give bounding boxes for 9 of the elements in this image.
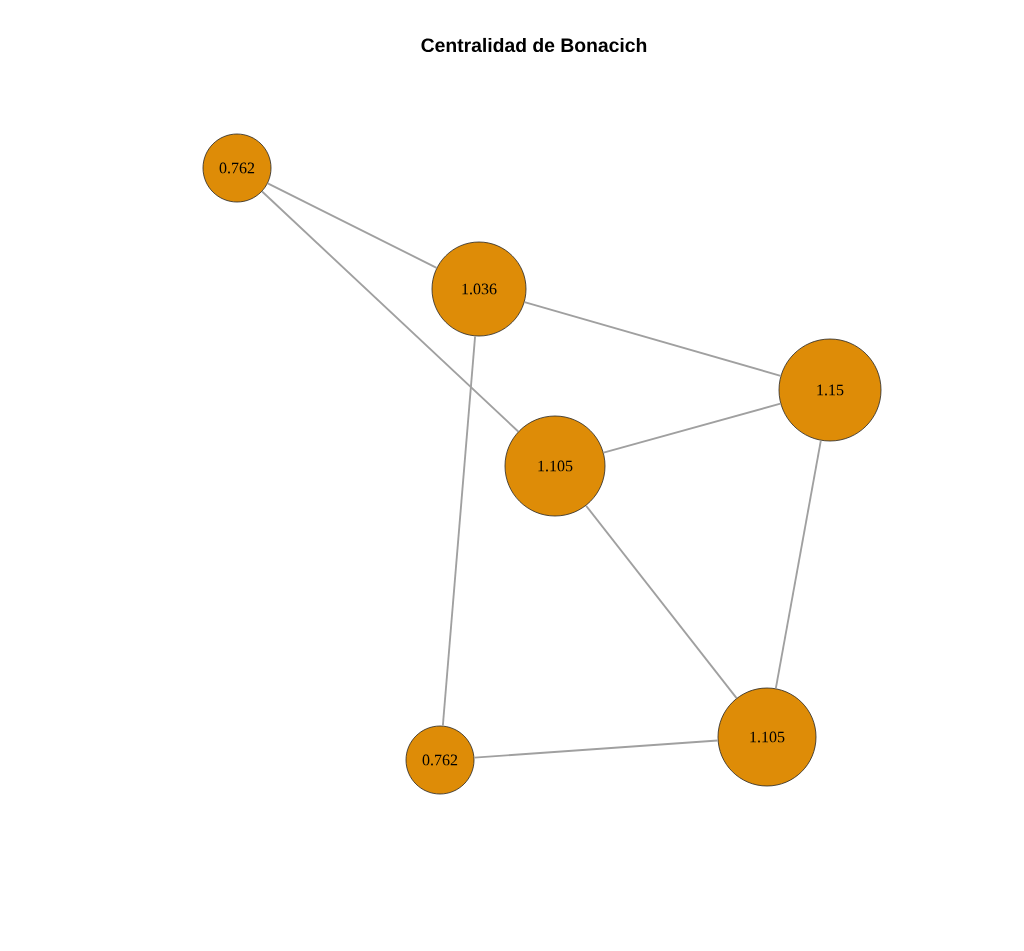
edge-line — [266, 182, 438, 269]
edge-line — [602, 402, 782, 454]
edge-line — [261, 190, 520, 433]
chart-title: Centralidad de Bonacich — [421, 37, 647, 53]
edge-line — [523, 301, 782, 377]
edge-line — [585, 504, 738, 700]
edge-line — [441, 335, 477, 727]
edge-line — [774, 439, 822, 690]
edge-line — [473, 739, 719, 759]
